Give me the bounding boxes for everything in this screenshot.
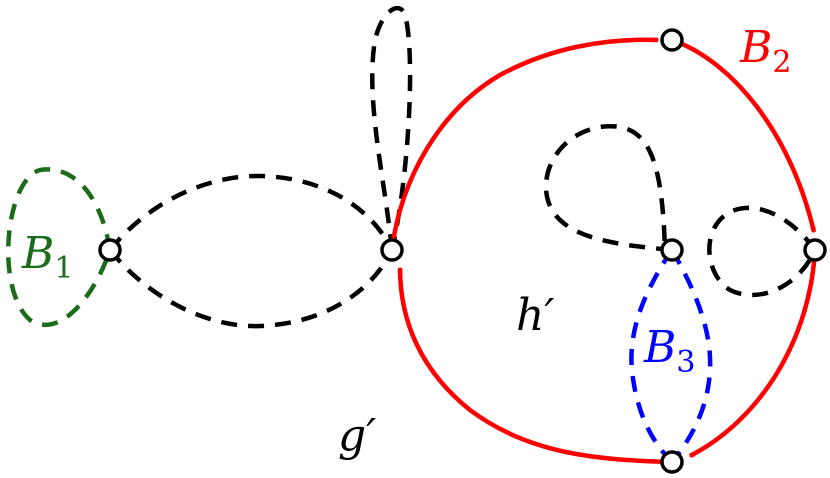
label-h-prime: h′: [516, 290, 554, 341]
edge-b2-arc-top-right: [671, 37, 817, 234]
label-b1: B1: [21, 228, 73, 286]
label-g-prime: g′: [338, 410, 376, 461]
edge-lens-bottom: [108, 248, 395, 329]
label-b3: B3: [643, 322, 695, 380]
lens-b3-left: [629, 248, 674, 464]
vertex-bottom: [660, 450, 684, 474]
edge-lens-top: [108, 173, 395, 252]
vertex-right: [803, 238, 827, 262]
label-b2: B2: [739, 22, 791, 80]
loop-b1: [5, 167, 113, 328]
edge-b2-arc-right-bottom: [688, 249, 818, 459]
loop-inner-left: [543, 123, 673, 253]
vertex-left: [98, 238, 122, 262]
edge-b2-arc-top-left: [389, 36, 660, 251]
vertex-top: [660, 28, 684, 52]
edge-b2-arc-bottom-left: [397, 266, 673, 465]
vertex-inner: [660, 238, 684, 262]
loop-inner-right: [707, 205, 818, 298]
vertex-center-left: [380, 238, 404, 262]
loop-petal: [370, 5, 413, 251]
lens-b3-right: [670, 248, 713, 464]
